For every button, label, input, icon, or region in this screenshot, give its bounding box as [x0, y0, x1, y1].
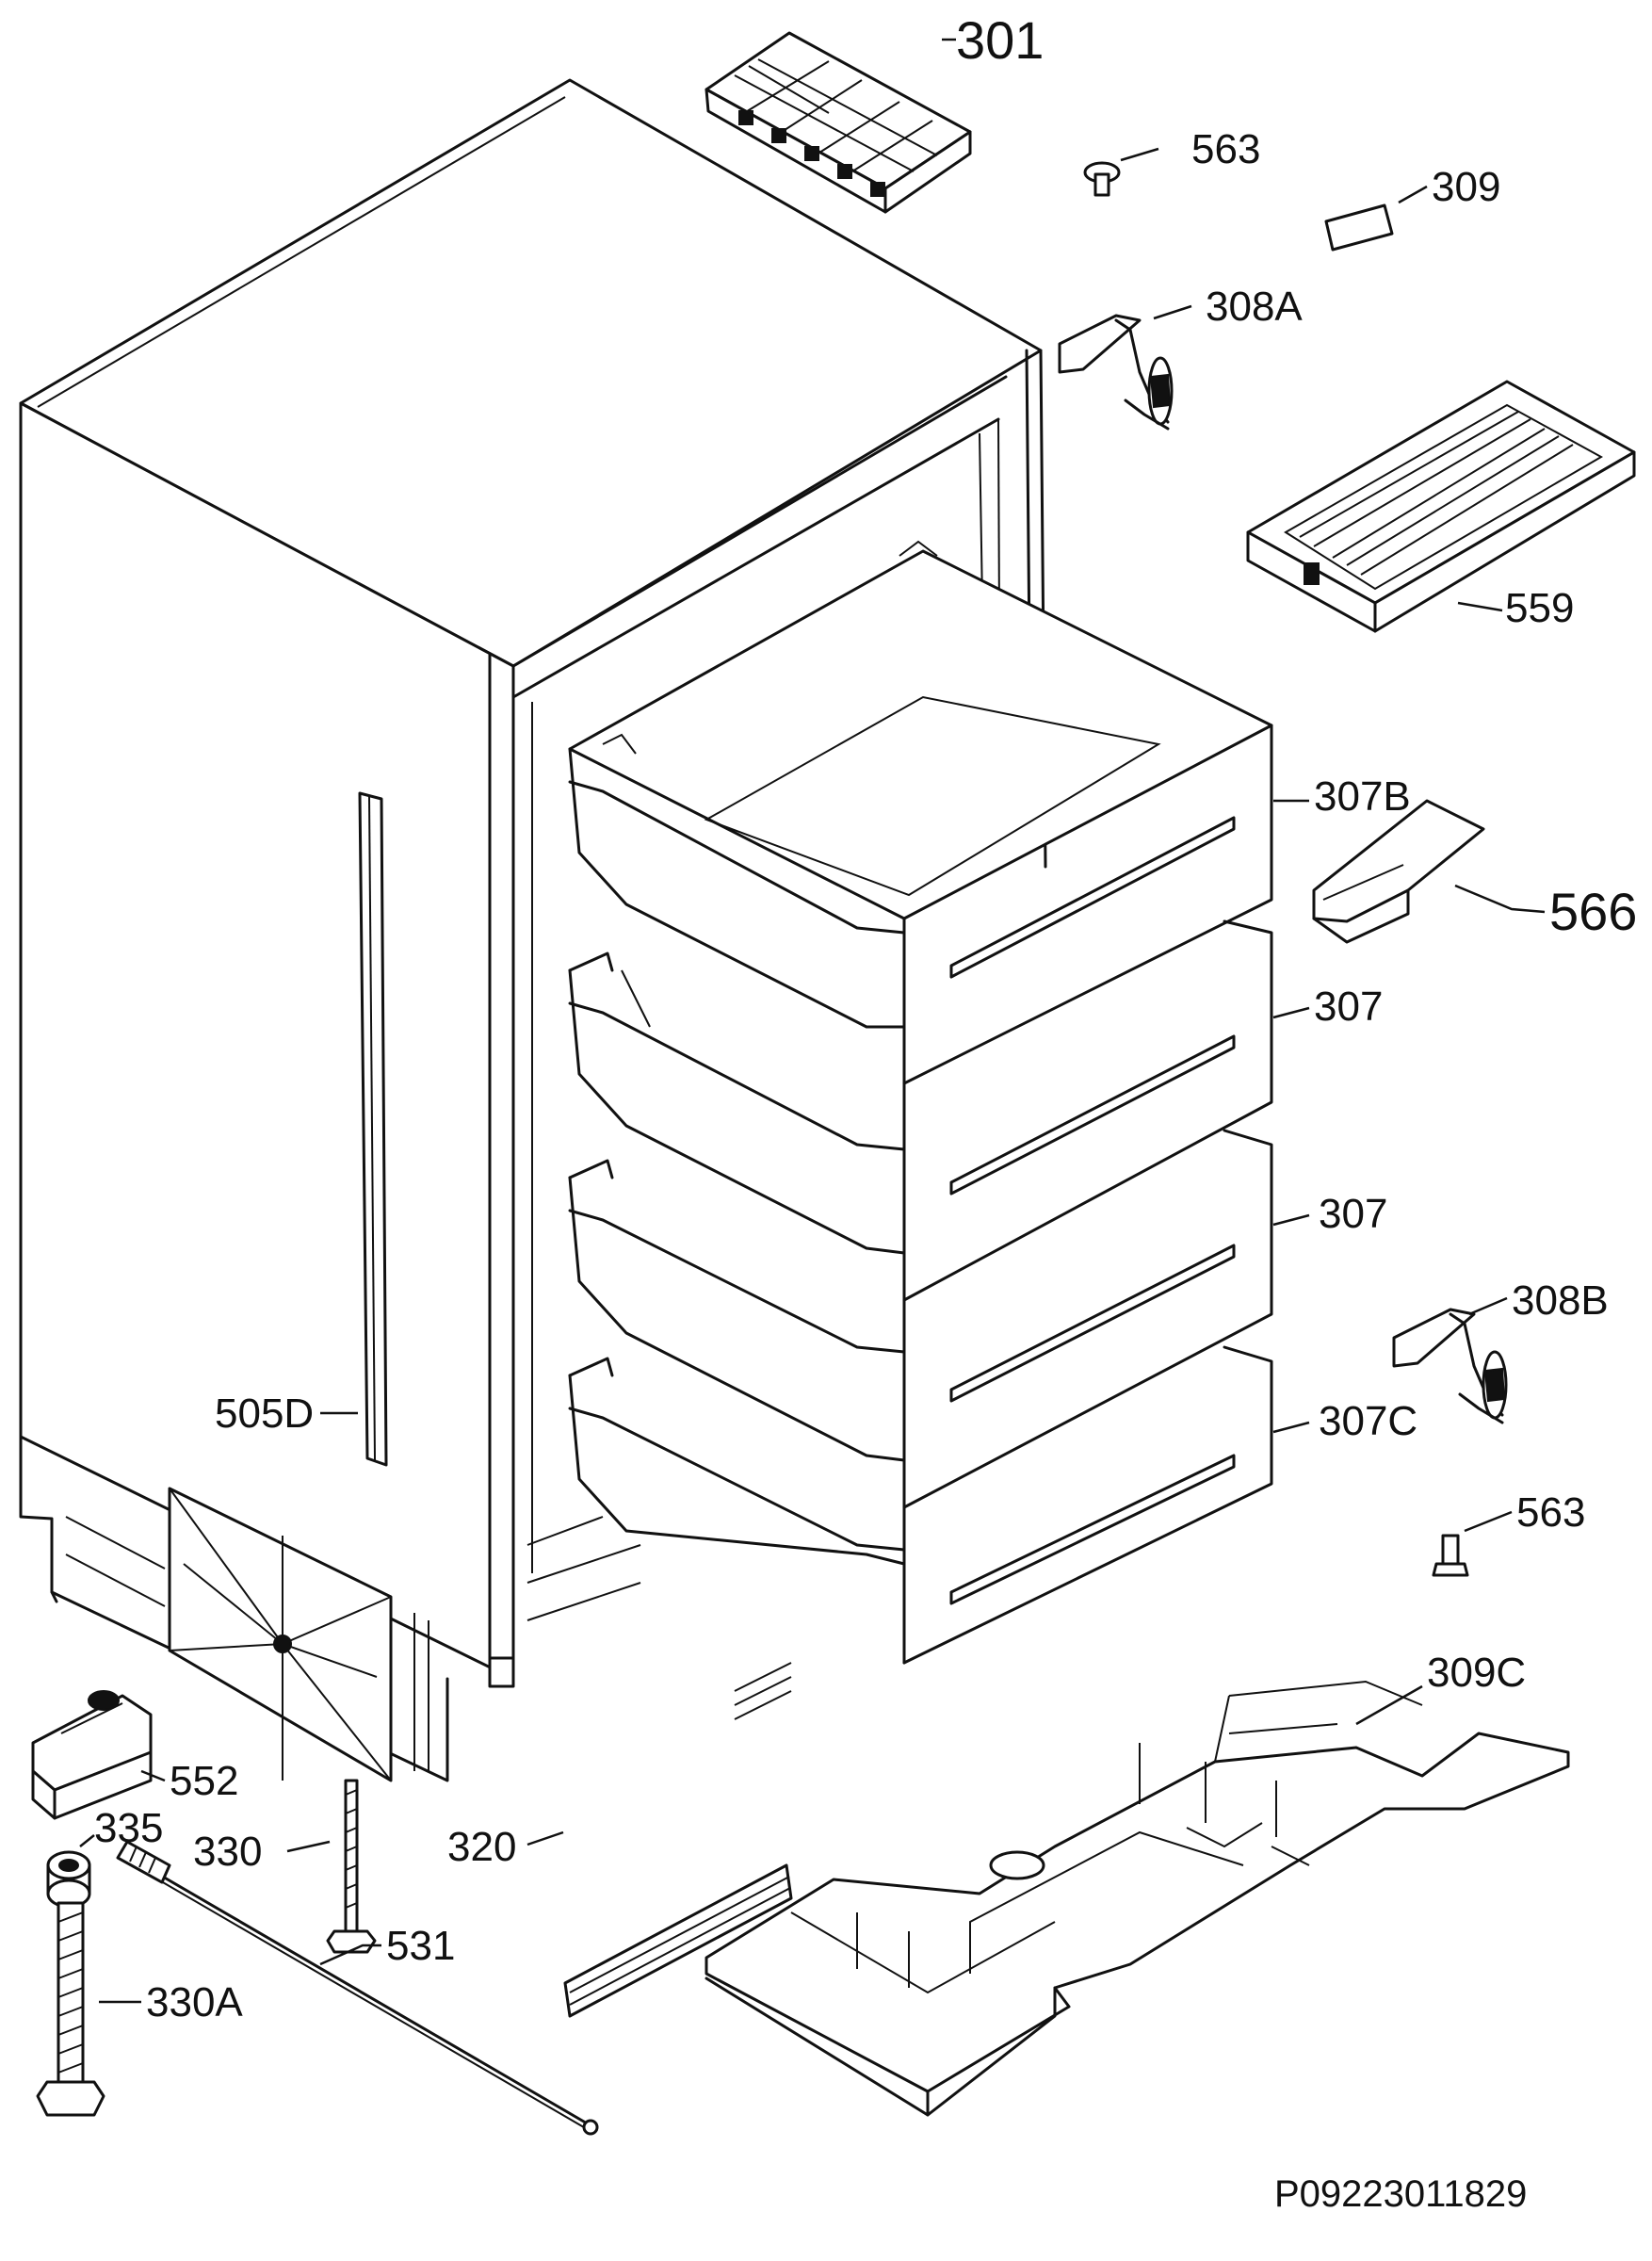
label-plate: 309 [1432, 164, 1500, 210]
shelf [1246, 380, 1636, 633]
label-vent-strip: 320 [447, 1824, 516, 1870]
label-base-cover: 309C [1427, 1650, 1526, 1696]
scraper [1312, 799, 1546, 944]
plug-bottom [1432, 1510, 1513, 1577]
drawer-top [568, 540, 1273, 1085]
label-nut: 335 [94, 1805, 163, 1851]
support [31, 1690, 166, 1820]
reference-code: P09223011829 [1274, 2173, 1527, 2215]
hinge-bottom [1392, 1296, 1508, 1424]
nut [46, 1834, 95, 1909]
label-scraper: 566 [1549, 882, 1637, 941]
label-plug-bottom: 563 [1516, 1489, 1585, 1536]
hinge-top [1058, 304, 1192, 431]
callout-labels: 301 563 309 308A 559 307B 566 307 307 30… [94, 10, 1637, 2215]
foot-screw [36, 1901, 141, 2117]
label-drawer-3: 307 [1319, 1191, 1387, 1237]
label-foot-screw: 330A [146, 1979, 243, 2025]
label-drawer-2: 307 [1314, 984, 1383, 1030]
vent-strip [526, 1662, 793, 2018]
label-hinge-top: 308A [1206, 284, 1303, 330]
label-rod: 531 [386, 1923, 455, 1969]
label-door-seal: 505D [215, 1391, 314, 1437]
ice-tray [705, 31, 972, 214]
drawer-2 [568, 919, 1273, 1302]
label-drawer-bottom: 307C [1319, 1398, 1417, 1444]
plug-top [1083, 147, 1159, 197]
drawer-bottom [568, 1345, 1273, 1665]
label-screw: 330 [193, 1829, 262, 1875]
door-seal [320, 791, 388, 1467]
label-hinge-bottom: 308B [1512, 1277, 1609, 1324]
plate [1324, 185, 1428, 252]
label-plug-top: 563 [1191, 126, 1260, 172]
label-ice-tray: 301 [956, 10, 1044, 70]
base-cover [705, 1680, 1570, 2117]
label-drawer-top: 307B [1314, 773, 1411, 820]
cabinet [19, 78, 1047, 1782]
drawer-3 [568, 1129, 1273, 1509]
screw [286, 1779, 377, 1954]
label-shelf: 559 [1505, 585, 1574, 631]
label-support: 552 [170, 1758, 238, 1804]
rod [116, 1840, 599, 2136]
